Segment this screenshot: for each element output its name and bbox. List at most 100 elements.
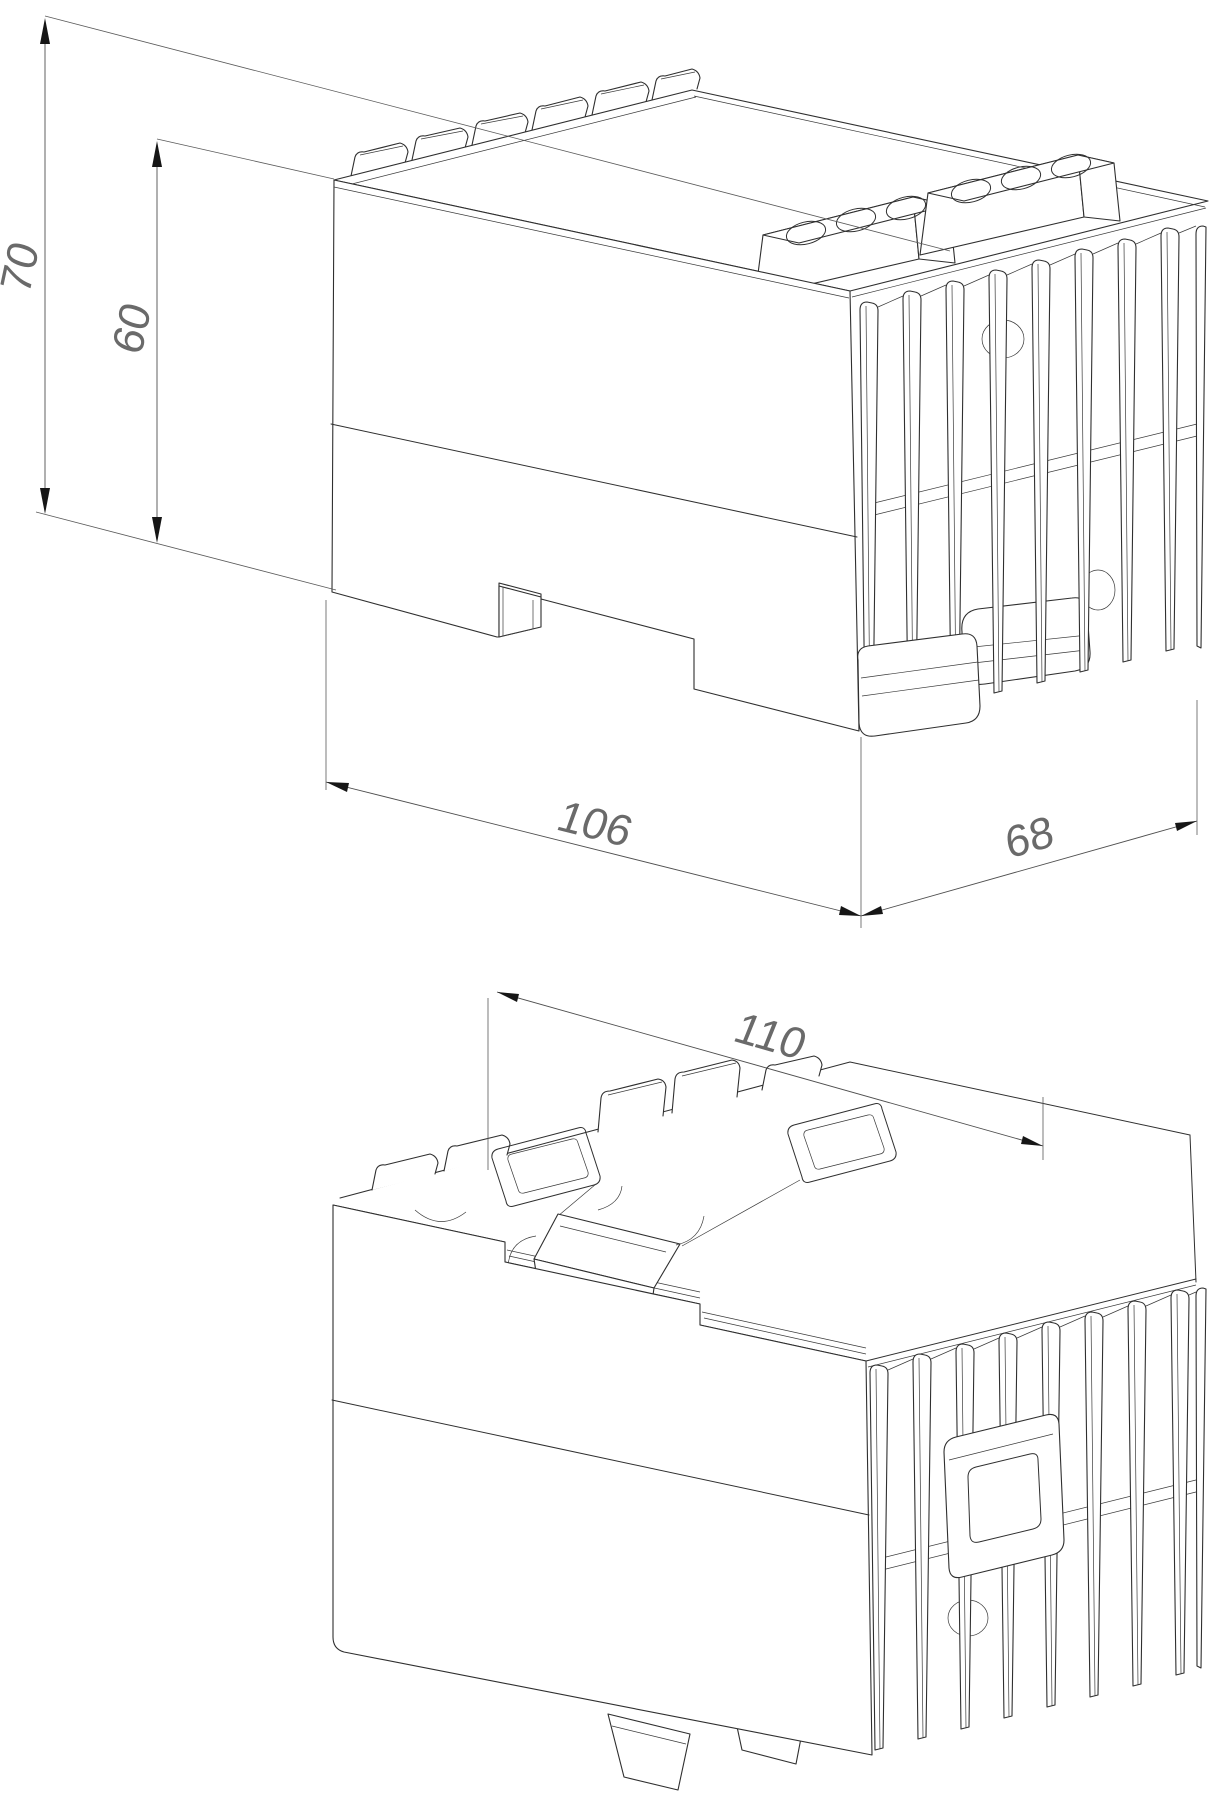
fin-end-wall: [1195, 225, 1207, 649]
extension-line: [156, 138, 335, 180]
fin-hump: [350, 142, 409, 177]
fin: [988, 269, 1008, 694]
front-face: [332, 1204, 873, 1756]
terminal-hole: [1050, 153, 1092, 179]
housing-edge: [948, 1433, 1054, 1461]
lid-fins: [350, 68, 701, 177]
slider-link-lines: [557, 1179, 801, 1247]
terminal-block-2: [919, 153, 1121, 256]
fin-end-hump: [761, 1055, 823, 1091]
front-panel-bottom: [331, 1204, 873, 1756]
foot: [607, 1713, 691, 1791]
plate-surface: [333, 1062, 1196, 1361]
din-clip-block: [961, 597, 1091, 685]
fin: [1084, 1311, 1104, 1698]
view-top-isometric: 70 60 106 68: [0, 15, 1209, 928]
front-panel: [330, 179, 860, 732]
arrowhead: [1175, 821, 1197, 831]
housing-face: [943, 1413, 1065, 1579]
slider-bevel: [559, 1225, 667, 1253]
plate-back-right-edge: [1189, 1134, 1197, 1283]
fin-hump: [591, 81, 650, 116]
din-slot-1: [491, 1127, 601, 1207]
fin-end-wall: [1195, 1287, 1207, 1669]
bracket-body: [857, 633, 981, 737]
fin-end-hump: [597, 1078, 667, 1133]
slot-inner: [507, 1138, 589, 1194]
dim-depth-68: 68: [860, 700, 1198, 917]
arrowhead: [326, 782, 349, 792]
slider-ear-top: [597, 1185, 623, 1211]
clip-housing: [943, 1413, 1065, 1579]
fin: [1170, 1289, 1190, 1676]
slot-inner: [803, 1114, 885, 1170]
arrowhead: [1021, 1136, 1043, 1146]
fin-hump: [651, 68, 701, 101]
fin-hump: [531, 96, 589, 131]
side-fins: [859, 225, 1207, 726]
mounting-bracket: [857, 633, 981, 737]
crease-line: [330, 423, 858, 538]
terminal-hole: [835, 207, 877, 233]
fin-end-hump: [371, 1153, 439, 1191]
lid-bevel: [339, 95, 1207, 298]
fin-end-hump: [443, 1134, 511, 1172]
fin-hump: [411, 127, 469, 161]
terminal-hole: [950, 178, 992, 204]
extension-line: [487, 998, 1044, 1170]
bottom-plate: [332, 1055, 1197, 1368]
dimension-label-70: 70: [0, 236, 49, 299]
dimension-label-106: 106: [551, 792, 639, 856]
slider-ear-right: [675, 1215, 705, 1246]
din-slider-tab-edges: [498, 587, 534, 638]
fin: [869, 1364, 889, 1751]
foot-edge: [611, 1725, 687, 1745]
bracket-lines: [860, 661, 980, 697]
plate-right-edge-line: [867, 1284, 1197, 1368]
dimension-line: [860, 820, 1198, 917]
fin-end-edges: [607, 1062, 737, 1096]
fin: [1074, 248, 1094, 673]
fin-thickness-lines: [865, 231, 1172, 725]
fin-connector-lines: [887, 1291, 1197, 1371]
arrowhead: [40, 18, 50, 44]
terminal-hole: [785, 220, 827, 246]
plate-right-edge: [865, 1278, 1197, 1362]
dimension-line: [496, 991, 1044, 1147]
arrowhead: [861, 906, 883, 916]
arrowhead: [497, 992, 519, 1002]
arrowhead: [152, 141, 162, 167]
dimension-label-68: 68: [1002, 807, 1058, 869]
dimension-label-60: 60: [104, 297, 161, 360]
plate-back-edge: [339, 1061, 1191, 1199]
fin-hump: [471, 112, 529, 146]
view-bottom-isometric: 110: [331, 991, 1207, 1791]
slot-outer: [787, 1103, 897, 1183]
arrowhead: [40, 488, 50, 514]
extension-line: [325, 600, 862, 928]
dim-height-60: 60: [104, 138, 335, 543]
dimension-line: [325, 781, 862, 917]
extension-line: [35, 15, 951, 591]
fin: [1160, 227, 1180, 652]
fin: [945, 280, 965, 705]
fin: [1031, 259, 1051, 684]
housing-hole: [967, 1453, 1042, 1543]
fin-hump-edge: [359, 71, 696, 156]
fin: [902, 290, 922, 715]
terminal-top-face: [927, 154, 1115, 202]
fin: [1127, 1300, 1147, 1687]
crease-line: [331, 1399, 870, 1516]
terminal-hole: [1000, 165, 1042, 191]
front-top-bevel: [333, 186, 850, 299]
fin-connector-lines: [877, 225, 1197, 308]
arrowhead: [839, 906, 861, 916]
fin-end-hump: [671, 1059, 741, 1114]
fin: [1117, 238, 1137, 663]
arrowhead: [152, 517, 162, 543]
din-slot-2: [787, 1103, 897, 1183]
slot-outer: [491, 1127, 601, 1207]
din-clip-lines: [963, 634, 1089, 665]
